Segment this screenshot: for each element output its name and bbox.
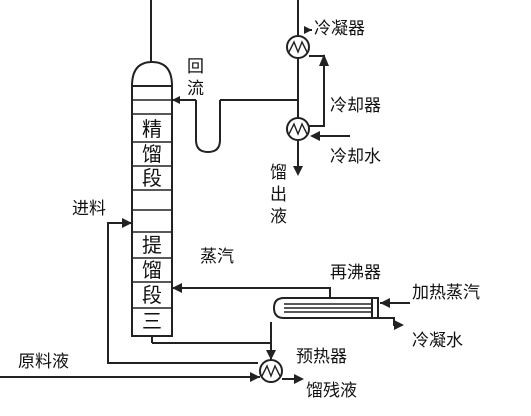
cooler xyxy=(286,117,310,141)
distillate-arrow xyxy=(293,166,303,176)
bottom-tray-mark: 三 xyxy=(142,309,162,333)
vapor-return-line xyxy=(172,283,331,298)
stripping-char-2: 馏 xyxy=(142,258,162,282)
condenser-outlet-arrow xyxy=(304,26,312,34)
preheater-label: 预热器 xyxy=(296,347,347,367)
stripping-char-3: 段 xyxy=(142,283,162,307)
rectifying-char-3: 段 xyxy=(142,166,162,190)
cooling-water-label: 冷却水 xyxy=(330,147,381,167)
stripping-char-1: 提 xyxy=(142,233,162,257)
reflux-label-2: 流 xyxy=(187,79,204,99)
rectifying-char-1: 精 xyxy=(142,117,162,141)
cooling-water-up-arrow xyxy=(319,54,329,66)
feed-label: 进料 xyxy=(72,199,106,219)
distillate-label-3: 液 xyxy=(270,207,287,227)
residue-label: 馏残液 xyxy=(306,381,357,401)
heating-steam-label: 加热蒸汽 xyxy=(412,283,480,303)
preheater xyxy=(259,359,283,383)
reboiler-label: 再沸器 xyxy=(330,263,381,283)
condenser-label: 冷凝器 xyxy=(314,19,365,39)
raw-feed-arrow xyxy=(250,372,260,382)
rectifying-char-2: 馏 xyxy=(142,142,162,166)
cooling-water-inlet-arrow xyxy=(310,131,320,141)
raw-liquid-label: 原料液 xyxy=(18,352,69,372)
condensate-label: 冷凝水 xyxy=(412,331,463,351)
reboiler xyxy=(272,297,379,319)
reflux-line xyxy=(172,96,298,154)
bottoms-line xyxy=(151,322,276,360)
distillate-label-2: 出 xyxy=(270,185,287,205)
condensate-line xyxy=(376,317,404,330)
condenser xyxy=(286,35,310,59)
heating-steam-arrow xyxy=(380,298,390,308)
residue-arrow xyxy=(294,374,304,384)
cooling-water-transfer-line xyxy=(309,55,325,127)
feed-line xyxy=(107,218,258,364)
cooler-label: 冷却器 xyxy=(330,96,381,116)
reflux-label-1: 回 xyxy=(187,57,204,77)
distillate-label-1: 馏 xyxy=(270,163,287,183)
vapor-label: 蒸汽 xyxy=(200,247,234,267)
